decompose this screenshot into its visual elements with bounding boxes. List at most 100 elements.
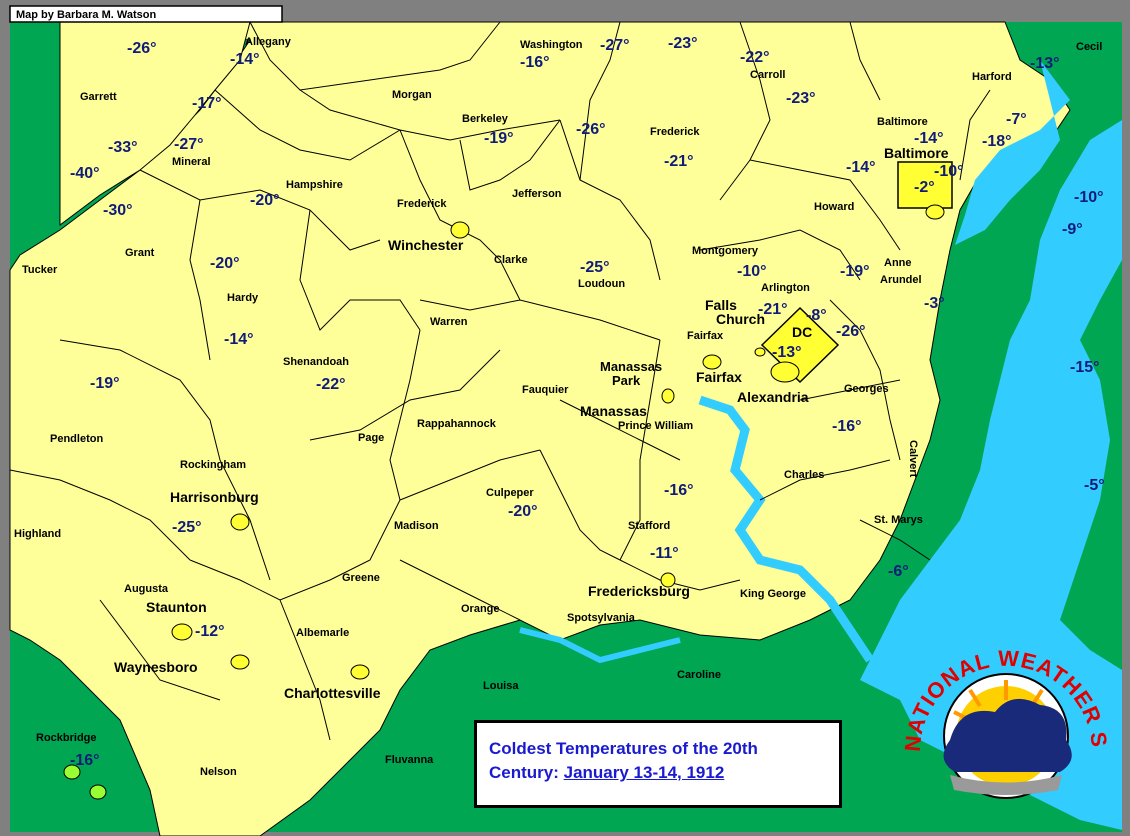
temp-label: -20° (250, 192, 280, 209)
caption-box: Coldest Temperatures of the 20th Century… (474, 720, 842, 808)
temp-label: -26° (127, 40, 157, 57)
city-markers (171, 204, 945, 680)
temperature-labels: -26° -14° -17° -33° -27° -40° -30° -20° … (70, 35, 1105, 769)
cloud-icon (943, 698, 1072, 772)
rockbridge-markers (63, 764, 107, 800)
temp-label: -23° (668, 35, 698, 52)
temp-label: -10° (1074, 189, 1104, 206)
county-label: Louisa (483, 680, 519, 692)
county-label: Garrett (80, 91, 117, 103)
city-label: Baltimore (884, 145, 949, 161)
temp-label: -6° (888, 563, 909, 580)
temp-label: -13° (1030, 55, 1060, 72)
caption-line1: Coldest Temperatures of the 20th (489, 739, 758, 758)
county-label: Pendleton (50, 433, 103, 445)
chesapeake-bay (860, 22, 1122, 830)
temp-label: -25° (172, 519, 202, 536)
county-label: Hampshire (286, 179, 343, 191)
temp-label: -19° (90, 375, 120, 392)
temp-label: -33° (108, 139, 138, 156)
county-label: Clarke (494, 254, 528, 266)
temp-label: -8° (806, 307, 827, 324)
county-label: Howard (814, 201, 854, 213)
temp-label: -9° (1062, 221, 1083, 238)
temp-label: -18° (982, 133, 1012, 150)
county-label: Fairfax (687, 330, 724, 342)
temp-label: -16° (832, 418, 862, 435)
city-label: Fredericksburg (588, 583, 690, 599)
temp-label: -16° (664, 482, 694, 499)
county-label: Spotsylvania (567, 612, 636, 624)
county-label: Page (358, 432, 384, 444)
temp-label: -21° (758, 301, 788, 318)
city-label: Falls (705, 297, 737, 313)
temp-label: -13° (772, 344, 802, 361)
county-label: Caroline (677, 669, 721, 681)
temp-label: -25° (580, 259, 610, 276)
county-label: Madison (394, 520, 439, 532)
date-link[interactable]: January 13-14, 1912 (563, 763, 725, 782)
county-label: Frederick (650, 126, 700, 138)
temp-label: -15° (1070, 359, 1100, 376)
county-label: St. Marys (874, 514, 923, 526)
temp-label: -22° (316, 376, 346, 393)
county-label: Anne (884, 257, 912, 269)
temp-label: -14° (914, 130, 944, 147)
garrett-county (59, 21, 251, 226)
temp-label: -21° (664, 153, 694, 170)
temp-label: -14° (230, 51, 260, 68)
city-label: Charlottesville (284, 685, 381, 701)
county-label: Carroll (750, 69, 785, 81)
temp-label: -2° (914, 179, 935, 196)
county-label: Highland (14, 528, 61, 540)
county-label: Loudoun (578, 278, 625, 290)
temp-label: -12° (195, 623, 225, 640)
city-label: Fairfax (696, 369, 742, 385)
county-label: Augusta (124, 583, 169, 595)
county-label: Orange (461, 603, 500, 615)
city-labels: Winchester Harrisonburg Staunton Waynesb… (114, 145, 949, 701)
county-label: Culpeper (486, 487, 534, 499)
county-label: Stafford (628, 520, 670, 532)
county-label: Cecil (1076, 41, 1102, 53)
county-label: Grant (125, 247, 155, 259)
county-label: Harford (972, 71, 1012, 83)
temp-label: -22° (740, 49, 770, 66)
temp-label: -7° (1006, 111, 1027, 128)
county-label: Charles (784, 469, 824, 481)
city-label: Harrisonburg (170, 489, 259, 505)
county-label: Allegany (245, 36, 292, 48)
temp-label: -14° (846, 159, 876, 176)
county-label: Rockbridge (36, 732, 97, 744)
county-label: Arlington (761, 282, 810, 294)
caption-prefix: Century: (489, 763, 564, 782)
county-label: Rockingham (180, 459, 246, 471)
county-label: Hardy (227, 292, 259, 304)
temp-label: -19° (840, 263, 870, 280)
baltimore-city-boundary (897, 161, 953, 209)
temp-label: -14° (224, 331, 254, 348)
temp-label: -16° (70, 752, 100, 769)
temp-label: -26° (576, 121, 606, 138)
temp-label: -27° (174, 136, 204, 153)
county-label: Morgan (392, 89, 432, 101)
city-label: DC (792, 324, 812, 340)
county-label: Warren (430, 316, 468, 328)
county-labels: Allegany Garrett Mineral Grant Tucker Ha… (14, 36, 1102, 778)
county-label: Arundel (880, 274, 922, 286)
land-region (9, 21, 1071, 836)
temp-label: -3° (924, 295, 945, 312)
city-label: Church (716, 311, 765, 327)
city-label: Manassas (600, 359, 662, 374)
county-label: Rappahannock (417, 418, 497, 430)
rappahannock-river (519, 627, 681, 664)
county-label: Jefferson (512, 188, 562, 200)
temp-label: -10° (934, 163, 964, 180)
county-boundaries (9, 21, 991, 741)
county-label: Calvert (907, 440, 919, 478)
temp-label: -5° (1084, 477, 1105, 494)
county-label: King George (740, 588, 806, 600)
temp-label: -30° (103, 202, 133, 219)
